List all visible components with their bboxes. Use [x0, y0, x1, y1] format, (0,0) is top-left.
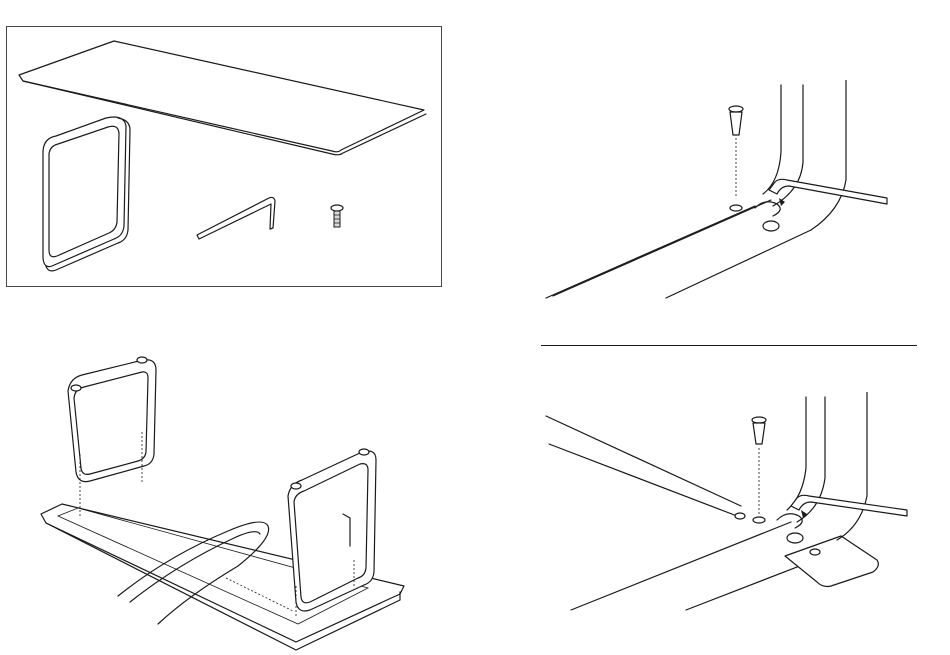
- screw-icon: [331, 205, 343, 227]
- table-edge-lines: [546, 416, 841, 610]
- leg-tube: [763, 80, 846, 230]
- screw-icon: [729, 106, 743, 198]
- hex-key-icon: [197, 197, 275, 239]
- screw-detail-foot-panel: [541, 392, 911, 614]
- step-divider: [541, 345, 917, 346]
- leg-frame-left: [68, 357, 156, 516]
- table-edge-lines: [546, 200, 811, 298]
- leg-tube: [787, 392, 867, 540]
- foot-plate: [785, 536, 878, 587]
- screw-detail-panel: [541, 80, 901, 302]
- leg-frame-part: [43, 117, 130, 271]
- screw-icon: [752, 417, 766, 514]
- parts-panel: [6, 26, 442, 287]
- hex-key-icon: [769, 179, 887, 204]
- attach-legs-panel: [38, 356, 410, 654]
